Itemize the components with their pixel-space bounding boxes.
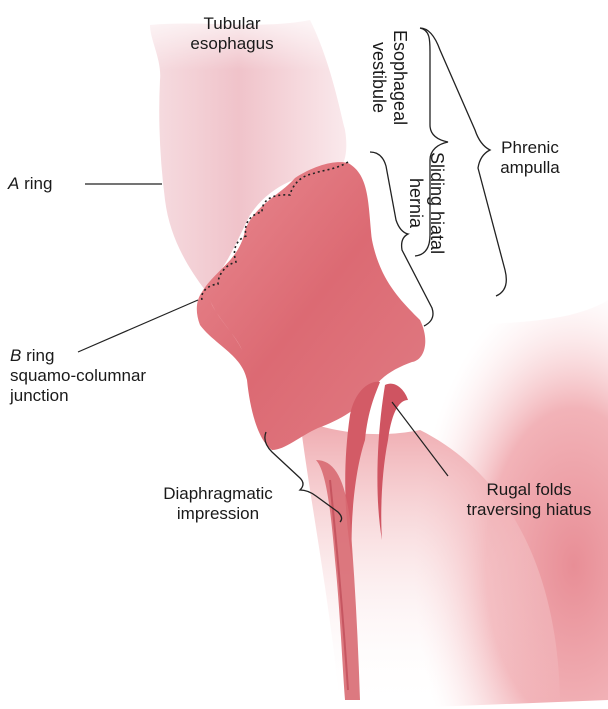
- rugal-line2: traversing hiatus: [452, 500, 606, 520]
- a-ring-text: ring: [19, 174, 52, 193]
- vestibule-line1: Esophageal: [389, 30, 410, 125]
- diaphragmatic-line1: Diaphragmatic: [148, 484, 288, 504]
- rugal-line1: Rugal folds: [452, 480, 606, 500]
- hernia-line2: hernia: [405, 152, 426, 254]
- b-ring-text: ring: [21, 346, 54, 365]
- tubular-esophagus-line1: Tubular: [172, 14, 292, 34]
- hernia-line1: Sliding hiatal: [426, 152, 447, 254]
- label-a-ring: A ring: [8, 174, 52, 194]
- label-b-ring: B ring squamo-columnar junction: [10, 346, 146, 406]
- phrenic-line2: ampulla: [480, 158, 580, 178]
- vestibule-line2: vestibule: [368, 30, 389, 125]
- b-ring-line2: squamo-columnar: [10, 366, 146, 386]
- b-ring-line3: junction: [10, 386, 146, 406]
- label-diaphragmatic-impression: Diaphragmatic impression: [148, 484, 288, 524]
- label-tubular-esophagus: Tubular esophagus: [172, 14, 292, 54]
- diaphragmatic-line2: impression: [148, 504, 288, 524]
- b-ring-letter: B: [10, 346, 21, 365]
- b-ring-leader: [78, 300, 198, 352]
- label-rugal-folds: Rugal folds traversing hiatus: [452, 480, 606, 520]
- label-sliding-hiatal-hernia: Sliding hiatal hernia: [405, 152, 447, 254]
- label-phrenic-ampulla: Phrenic ampulla: [480, 138, 580, 178]
- phrenic-line1: Phrenic: [480, 138, 580, 158]
- label-esophageal-vestibule: Esophageal vestibule: [368, 30, 410, 125]
- tubular-esophagus-line2: esophagus: [172, 34, 292, 54]
- a-ring-letter: A: [8, 174, 19, 193]
